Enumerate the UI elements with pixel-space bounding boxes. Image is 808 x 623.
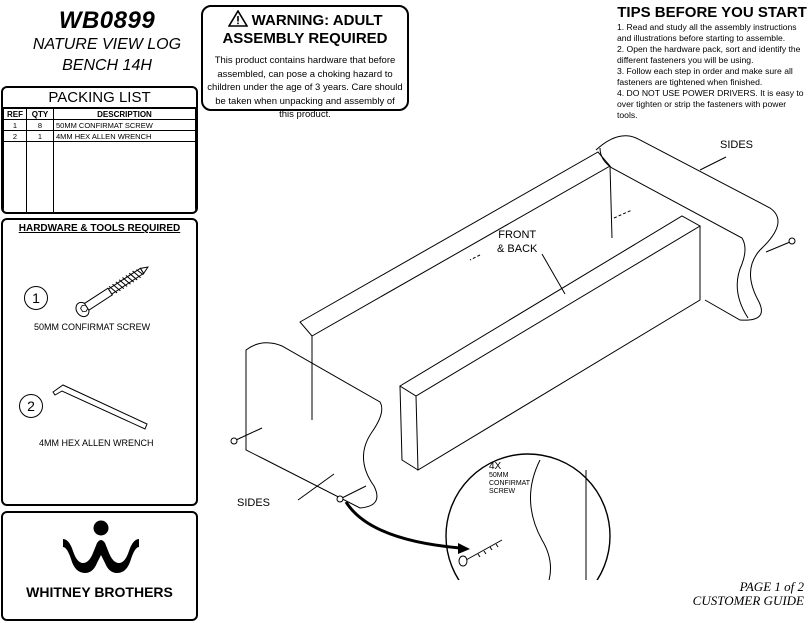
- assembly-diagram: [230, 135, 796, 580]
- tips-section: TIPS BEFORE YOU START 1. Read and study …: [617, 4, 807, 121]
- side-panel-back: [595, 135, 779, 321]
- allen-wrench-icon: [52, 384, 148, 430]
- page-number: PAGE 1 of 2: [739, 579, 804, 594]
- ref-cell: 1: [3, 119, 27, 131]
- side-panel-front: [245, 342, 383, 509]
- column-header: DESCRIPTION: [53, 108, 196, 120]
- callout-line3: SCREW: [489, 488, 516, 495]
- whitney-brothers-logo: [63, 520, 139, 573]
- warning-icon: [227, 9, 248, 27]
- tip-item: 3. Follow each step in order and make su…: [617, 66, 793, 87]
- description-cell: 4MM HEX ALLEN WRENCH: [53, 130, 196, 142]
- front-board: [399, 215, 702, 397]
- ref-cell: 2: [3, 130, 27, 142]
- packing-list: PACKING LIST REF QTY DESCRIPTION 1 8 50M…: [1, 86, 198, 214]
- table-row: [3, 141, 196, 212]
- tip-item: 4. DO NOT USE POWER DRIVERS. It is easy …: [617, 88, 804, 120]
- front-back-label-line1: FRONT: [498, 229, 537, 241]
- front-back-label-line2: & BACK: [497, 243, 538, 255]
- brand-name: WHITNEY BROTHERS: [26, 584, 173, 600]
- qty-cell: 8: [26, 119, 54, 131]
- empty-cell: [53, 141, 196, 212]
- warning-heading: WARNING: ADULT: [203, 9, 407, 30]
- page-info: PAGE 1 of 2 CUSTOMER GUIDE: [693, 580, 804, 608]
- tip-item: 2. Open the hardware pack, sort and iden…: [617, 44, 801, 65]
- brand-panel: WHITNEY BROTHERS: [1, 511, 198, 621]
- product-name-line2: BENCH 14H: [62, 57, 152, 74]
- column-header: REF: [3, 108, 27, 120]
- hardware-item-label: 4MM HEX ALLEN WRENCH: [39, 438, 154, 448]
- callout-label: 4X 50MM CONFIRMAT SCREW: [489, 461, 530, 496]
- confirmat-screw-icon: [75, 266, 149, 318]
- table-row: 1 8 50MM CONFIRMAT SCREW: [3, 119, 196, 131]
- qty-cell: 1: [26, 130, 54, 142]
- tips-heading: TIPS BEFORE YOU START: [617, 4, 807, 21]
- table-row: 2 1 4MM HEX ALLEN WRENCH: [3, 130, 196, 142]
- column-header: QTY: [26, 108, 54, 120]
- warning-body: This product contains hardware that befo…: [207, 55, 403, 120]
- callout-circle: [445, 453, 611, 580]
- warning-heading-line1: WARNING: ADULT: [251, 12, 383, 29]
- empty-cell: [26, 141, 54, 212]
- empty-cell: [3, 141, 27, 212]
- packing-list-heading: PACKING LIST: [3, 88, 196, 108]
- front-back-label: FRONT & BACK: [497, 228, 537, 256]
- tip-item: 1. Read and study all the assembly instr…: [617, 22, 797, 43]
- sides-label-top: SIDES: [720, 139, 754, 151]
- callout-line2: CONFIRMAT: [489, 480, 531, 487]
- callout-line1: 50MM: [489, 472, 509, 479]
- back-board: [299, 151, 611, 337]
- product-title: WB0899 NATURE VIEW LOG BENCH 14H: [18, 8, 196, 76]
- sides-label-bottom: SIDES: [237, 497, 271, 509]
- product-code: WB0899: [58, 7, 156, 34]
- warning-heading-line2: ASSEMBLY REQUIRED: [222, 30, 388, 47]
- product-name-line1: NATURE VIEW LOG: [32, 36, 182, 53]
- hardware-panel: HARDWARE & TOOLS REQUIRED 1 50MM CONFIRM…: [1, 218, 198, 506]
- guide-type: CUSTOMER GUIDE: [692, 593, 804, 608]
- warning-box: WARNING: ADULT ASSEMBLY REQUIRED This pr…: [201, 5, 409, 120]
- ref-number: 2: [19, 394, 43, 418]
- hardware-heading: HARDWARE & TOOLS REQUIRED: [18, 223, 181, 234]
- callout-qty: 4X: [489, 461, 502, 472]
- ref-number: 1: [24, 286, 48, 310]
- packing-table: REF QTY DESCRIPTION 1 8 50MM CONFIRMAT S…: [3, 108, 196, 212]
- description-cell: 50MM CONFIRMAT SCREW: [53, 119, 196, 131]
- hardware-item-label: 50MM CONFIRMAT SCREW: [34, 322, 151, 332]
